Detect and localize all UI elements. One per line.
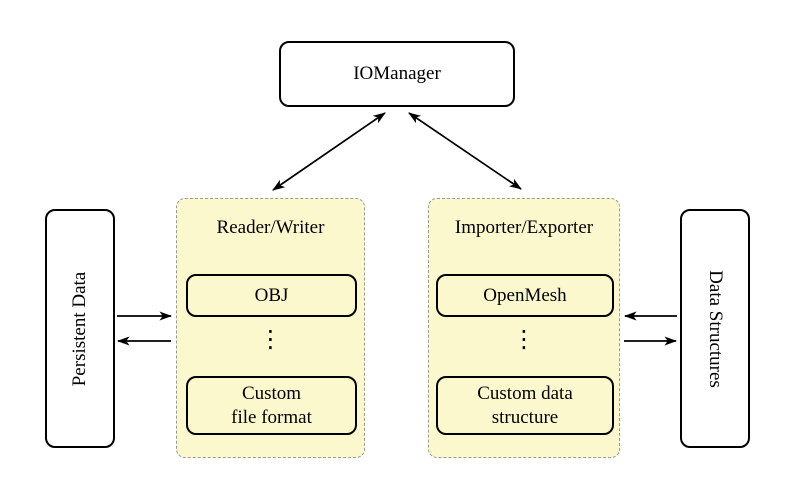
- importer-exporter-ellipsis: ⋮: [512, 325, 536, 353]
- custom-file-format-label: Custom file format: [231, 382, 312, 428]
- node-data-structures: Data Structures: [680, 209, 750, 448]
- node-persistent-data: Persistent Data: [45, 209, 115, 448]
- node-iomanager: IOManager: [279, 41, 515, 107]
- iomanager-label: IOManager: [353, 63, 441, 84]
- arrow-iomanager-reader-writer: [272, 112, 386, 191]
- node-custom-file-format: Custom file format: [186, 376, 357, 435]
- importer-exporter-title: Importer/Exporter: [454, 217, 594, 238]
- reader-writer-title: Reader/Writer: [216, 217, 325, 238]
- obj-label: OBJ: [254, 284, 289, 306]
- group-importer-exporter: Importer/Exporter OpenMesh ⋮ Custom data…: [428, 198, 620, 458]
- persistent-data-label: Persistent Data: [69, 271, 90, 386]
- openmesh-label: OpenMesh: [483, 284, 567, 306]
- group-reader-writer: Reader/Writer OBJ ⋮ Custom file format: [176, 198, 365, 458]
- reader-writer-ellipsis: ⋮: [258, 325, 283, 353]
- arrow-iomanager-importer-exporter: [408, 112, 522, 190]
- custom-data-structure-label: Custom data structure: [477, 382, 573, 428]
- node-custom-data-structure: Custom data structure: [436, 376, 614, 435]
- node-obj: OBJ: [186, 274, 357, 317]
- data-structures-label: Data Structures: [705, 269, 726, 388]
- node-openmesh: OpenMesh: [436, 274, 614, 317]
